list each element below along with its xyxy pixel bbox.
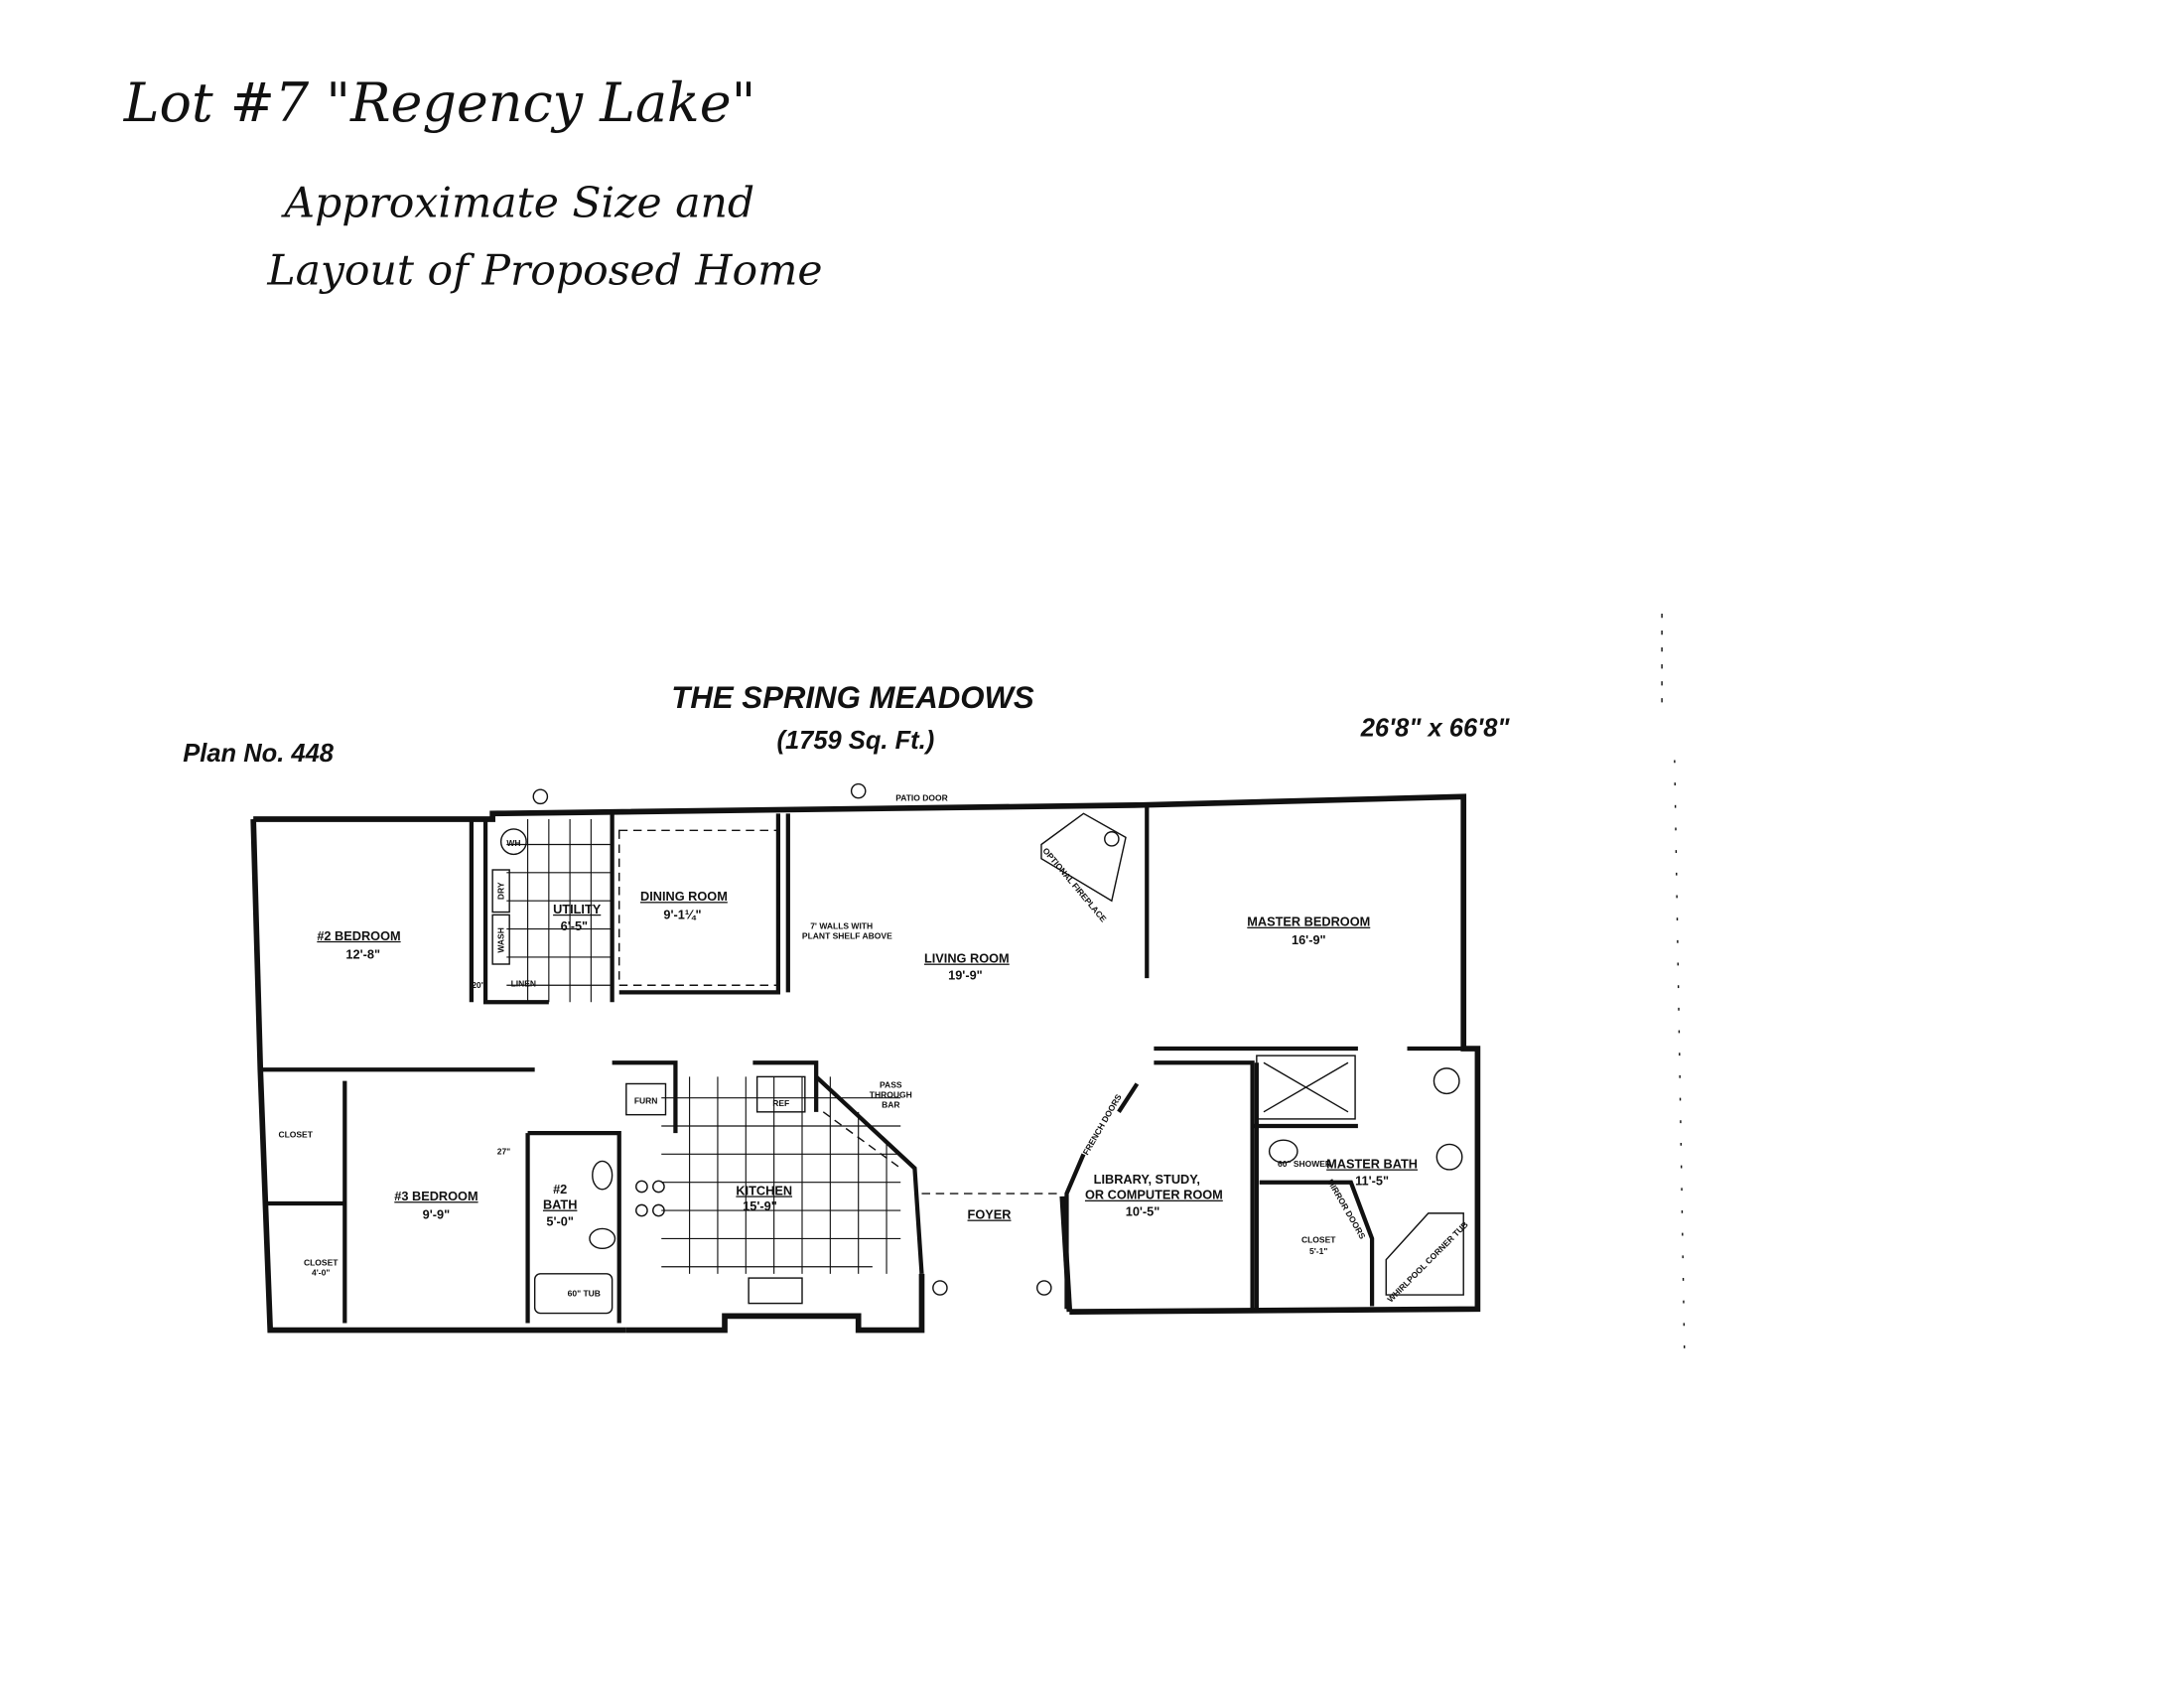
kitchen-tile-floor	[661, 1076, 901, 1274]
stove-burner-icon	[635, 1203, 648, 1217]
furnace-label: FURN	[634, 1095, 658, 1105]
sink-icon	[1433, 1067, 1460, 1095]
room-name-master-closet: CLOSET	[1301, 1235, 1336, 1245]
note-approximate: Approximate Size and	[280, 179, 754, 227]
corner-tub-label: WHIRLPOOL CORNER TUB	[1385, 1219, 1469, 1304]
room-name-master-bedroom: MASTER BEDROOM	[1247, 915, 1370, 929]
refrigerator-label: REF	[772, 1098, 789, 1108]
pass-through-label: THROUGH	[870, 1090, 912, 1100]
water-heater-label: WH	[506, 838, 520, 848]
room-labels: #2 BEDROOM 12'-8" UTILITY 6'-5" DINING R…	[278, 889, 1418, 1277]
exterior-walls	[250, 793, 1481, 1334]
plan-title: THE SPRING MEADOWS	[671, 680, 1034, 715]
fireplace-label: OPTIONAL FIREPLACE	[1040, 846, 1108, 924]
interior-walls	[260, 804, 1464, 1324]
shower-icon	[1256, 1055, 1356, 1120]
french-doors-label: FRENCH DOORS	[1081, 1092, 1124, 1157]
room-name-library: LIBRARY, STUDY,	[1094, 1172, 1200, 1187]
dryer-label: DRY	[495, 882, 505, 900]
room-size-master-bath: 11'-5"	[1355, 1174, 1389, 1189]
room-name-kitchen: KITCHEN	[736, 1183, 792, 1197]
tub-label: 60" TUB	[568, 1289, 601, 1299]
room-name-bedroom2: #2 BEDROOM	[317, 928, 400, 943]
toilet-icon	[1268, 1139, 1298, 1164]
room-size-master-bedroom: 16'-9"	[1292, 932, 1326, 947]
room-name-master-bath: MASTER BATH	[1326, 1157, 1418, 1172]
sink-icon	[1435, 1143, 1463, 1171]
dimension-label: 27"	[497, 1146, 510, 1156]
corner-tub-icon	[1385, 1212, 1464, 1296]
stove-burner-icon	[635, 1180, 648, 1194]
room-size-bath2: 5'-0"	[546, 1214, 574, 1229]
sink-icon	[592, 1160, 614, 1191]
room-name-bedroom3: #3 BEDROOM	[394, 1189, 478, 1203]
scan-margin-line	[1674, 760, 1686, 1351]
room-size-utility: 6'-5"	[561, 918, 589, 933]
room-name-bath2: BATH	[543, 1197, 577, 1212]
pass-through-bar	[822, 1111, 901, 1170]
toilet-icon	[589, 1227, 616, 1250]
note-lot: Lot #7 "Regency Lake"	[123, 71, 756, 134]
room-size-dining: 9'-1¼"	[663, 908, 701, 922]
room-name-foyer: FOYER	[968, 1207, 1012, 1222]
dimension-label: 20"	[472, 980, 485, 990]
room-name-closet: CLOSET	[278, 1129, 313, 1139]
room-name-library: OR COMPUTER ROOM	[1085, 1188, 1223, 1202]
room-name-closet: CLOSET	[304, 1257, 339, 1267]
light-fixture-icons	[532, 782, 1052, 1296]
room-size-closet: 4'-0"	[312, 1267, 330, 1277]
dining-room-outline	[618, 829, 779, 986]
kitchen-sink-icon	[748, 1277, 803, 1305]
room-size-living: 19'-9"	[948, 968, 983, 983]
plan-number: Plan No. 448	[183, 740, 334, 768]
refrigerator-icon	[755, 1075, 806, 1113]
water-heater-icon	[499, 828, 527, 856]
bathtub-icon	[533, 1273, 614, 1315]
plan-dimensions: 26'8" x 66'8"	[1360, 714, 1511, 742]
handwritten-notes: Lot #7 "Regency Lake" Approximate Size a…	[123, 71, 823, 295]
fireplace-icon	[1040, 812, 1127, 903]
room-size-kitchen: 15'-9"	[743, 1198, 777, 1213]
room-name-utility: UTILITY	[553, 902, 602, 916]
room-size-bedroom2: 12'-8"	[345, 946, 380, 961]
shower-label: 60" SHOWER	[1278, 1159, 1331, 1169]
room-size-master-closet: 5'-1"	[1309, 1246, 1327, 1256]
plant-shelf-label: PLANT SHELF ABOVE	[802, 930, 892, 940]
utility-tile-floor	[506, 818, 613, 1003]
pass-through-label: BAR	[882, 1100, 899, 1110]
washer-label: WASH	[495, 927, 505, 953]
note-layout: Layout of Proposed Home	[266, 246, 822, 295]
washer-icon	[491, 914, 510, 965]
patio-door-label: PATIO DOOR	[895, 793, 948, 803]
room-name-living: LIVING ROOM	[924, 951, 1010, 966]
dryer-icon	[491, 869, 510, 914]
stove-burner-icon	[652, 1180, 665, 1194]
plan-square-feet: (1759 Sq. Ft.)	[777, 727, 935, 755]
linen-label: LINEN	[511, 979, 537, 989]
pass-through-label: PASS	[880, 1080, 902, 1090]
plant-shelf-label: 7' WALLS WITH	[810, 921, 873, 931]
room-size-bedroom3: 9'-9"	[423, 1207, 451, 1222]
stove-burner-icon	[652, 1203, 665, 1217]
room-name-bath2: #2	[553, 1182, 567, 1196]
room-size-library: 10'-5"	[1126, 1204, 1160, 1219]
room-name-dining: DINING ROOM	[640, 889, 728, 904]
furnace-icon	[625, 1082, 667, 1116]
